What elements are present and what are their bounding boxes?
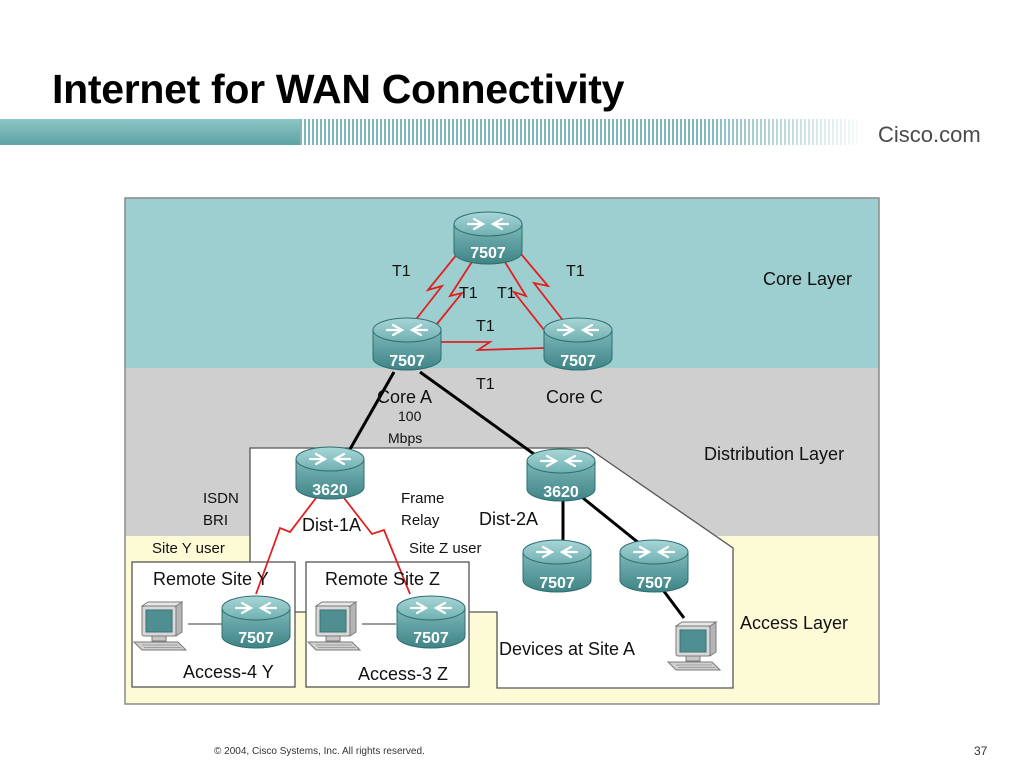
t1-label-middle: T1: [476, 318, 495, 335]
title-underline-bar: [0, 119, 1024, 145]
svg-text:7507: 7507: [560, 353, 596, 370]
distribution-layer-label: Distribution Layer: [704, 444, 844, 464]
router-access-4y: 7507: [220, 594, 292, 650]
ethernet-links: [343, 370, 686, 619]
t1-label-left: T1: [392, 263, 411, 280]
link-top-corea-outer: [399, 247, 463, 341]
copyright-footer: © 2004, Cisco Systems, Inc. All rights r…: [214, 746, 425, 757]
svg-text:3620: 3620: [543, 484, 579, 501]
svg-text:7507: 7507: [636, 575, 672, 592]
pc-icon: [307, 601, 361, 651]
core-a-label: Core A: [377, 387, 432, 407]
svg-text:7507: 7507: [470, 245, 506, 262]
dist-1a-label: Dist-1A: [302, 515, 361, 535]
access-4y-label: Access-4 Y: [183, 662, 274, 682]
t1-label-bottom: T1: [476, 376, 495, 393]
bandwidth-label-line1: 100: [398, 408, 422, 424]
router-core-c: 7507: [542, 316, 614, 372]
isdn-label-line2: BRI: [203, 512, 228, 529]
frame-label-line2: Relay: [401, 512, 440, 529]
router-access-3z: 7507: [395, 594, 467, 650]
link-isdn-dist1a-sitey: [255, 497, 317, 595]
link-frame-dist1a-sitez: [343, 497, 411, 595]
cisco-logo: Cisco.com: [878, 122, 981, 147]
title-bar-fade: [700, 119, 870, 145]
bandwidth-label-line2: Mbps: [388, 430, 422, 446]
dist-2a-label: Dist-2A: [479, 509, 538, 529]
link-top-corea-inner: [419, 253, 478, 346]
pc-icon: [133, 601, 187, 651]
link-top-corec-inner: [499, 253, 553, 341]
isdn-label-line1: ISDN: [203, 490, 239, 507]
router-site-a-2: 7507: [618, 538, 690, 594]
link-corea-corec: [440, 341, 545, 351]
router-dist-1a: 3620: [294, 445, 366, 501]
router-core-top: 7507: [452, 210, 524, 266]
remote-site-z-label: Remote Site Z: [325, 569, 440, 589]
router-core-a: 7507: [371, 316, 443, 372]
svg-text:7507: 7507: [238, 630, 274, 647]
svg-text:7507: 7507: [539, 575, 575, 592]
t1-label-inner-left: T1: [459, 285, 478, 302]
t1-label-right: T1: [566, 263, 585, 280]
router-dist-2a: 3620: [525, 447, 597, 503]
access-layer-label: Access Layer: [740, 613, 848, 633]
svg-text:7507: 7507: [389, 353, 425, 370]
page-number: 37: [974, 744, 988, 758]
slide-title: Internet for WAN Connectivity: [52, 66, 625, 112]
link-top-corec-outer: [515, 247, 573, 333]
devices-site-a-label: Devices at Site A: [499, 639, 635, 659]
link-sitea2-pc: [661, 589, 686, 619]
diagram-frame: [124, 197, 880, 705]
pc-icon: [667, 621, 721, 671]
link-corea-dist2a: [419, 370, 546, 464]
link-corea-dist1a: [343, 371, 396, 459]
serial-links: [255, 247, 573, 595]
core-layer-label: Core Layer: [763, 269, 852, 289]
frame-label-line1: Frame: [401, 490, 444, 507]
svg-text:7507: 7507: [413, 630, 449, 647]
t1-label-inner-right: T1: [497, 285, 516, 302]
title-bar-solid: [0, 119, 330, 145]
site-z-user-label: Site Z user: [409, 540, 482, 557]
router-site-a-1: 7507: [521, 538, 593, 594]
remote-site-y-label: Remote Site Y: [153, 569, 269, 589]
link-dist2a-sitea2: [577, 492, 646, 550]
svg-text:3620: 3620: [312, 482, 348, 499]
site-y-user-label: Site Y user: [152, 540, 225, 557]
access-3z-label: Access-3 Z: [358, 664, 448, 684]
core-c-label: Core C: [546, 387, 603, 407]
